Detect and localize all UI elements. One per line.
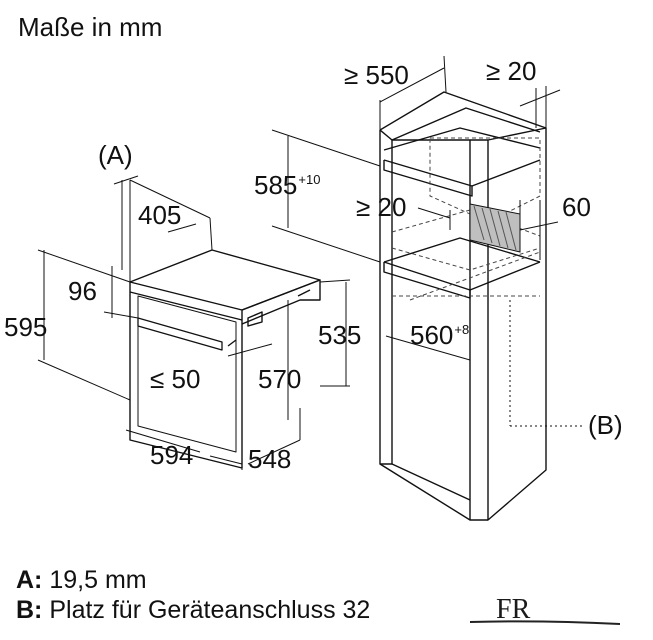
brand-logo-text: FR [496, 594, 531, 625]
dim-585-value: 585 [254, 170, 298, 200]
oven-handle [137, 317, 223, 351]
dim-570: 570 [258, 364, 302, 394]
oven-dimension-lines [37, 175, 351, 470]
dim-b-marker: (B) [588, 410, 623, 440]
legend-b-text: Platz für Geräteanschluss 32 [42, 596, 371, 624]
brand-logo: FR [470, 594, 620, 625]
legend-a: A: 19,5 mm [16, 566, 147, 595]
dim-405: 405 [138, 200, 182, 230]
oven-side [241, 279, 321, 325]
legend-b: B: Platz für Geräteanschluss 32 [16, 596, 452, 625]
dim-560: 560+8 [410, 322, 469, 348]
legend-b-key: B: [16, 596, 43, 624]
cabinet-outline [379, 130, 393, 465]
dim-585-tolerance: +10 [298, 172, 321, 188]
cabinet-dimension-lines [271, 55, 582, 427]
legend-a-text: 19,5 mm [42, 566, 147, 594]
dim-550: ≥ 550 [344, 60, 409, 90]
dim-535: 535 [318, 320, 362, 350]
vent-opening [469, 203, 521, 253]
cabinet-shelf-mid [383, 261, 541, 291]
dim-560-value: 560 [410, 320, 454, 350]
dim-560-tolerance: +8 [454, 322, 470, 338]
oven-drawing [129, 249, 321, 469]
cabinet-shelf-top [383, 127, 541, 151]
cabinet-hidden-lines [391, 137, 541, 301]
legend-a-key: A: [16, 566, 43, 594]
dim-60: 60 [562, 192, 591, 222]
dim-50: ≤ 50 [150, 364, 201, 394]
cabinet-drawing [379, 91, 547, 521]
dim-a-marker: (A) [98, 140, 133, 170]
dim-595: 595 [4, 312, 48, 342]
dim-548: 548 [248, 444, 292, 474]
dim-594: 594 [150, 440, 194, 470]
dim-96: 96 [68, 276, 97, 306]
dim-585: 585+10 [254, 172, 320, 198]
page-title: Maße in mm [18, 12, 163, 42]
dim-20-top: ≥ 20 [486, 56, 537, 86]
dim-20-mid: ≥ 20 [356, 192, 407, 222]
